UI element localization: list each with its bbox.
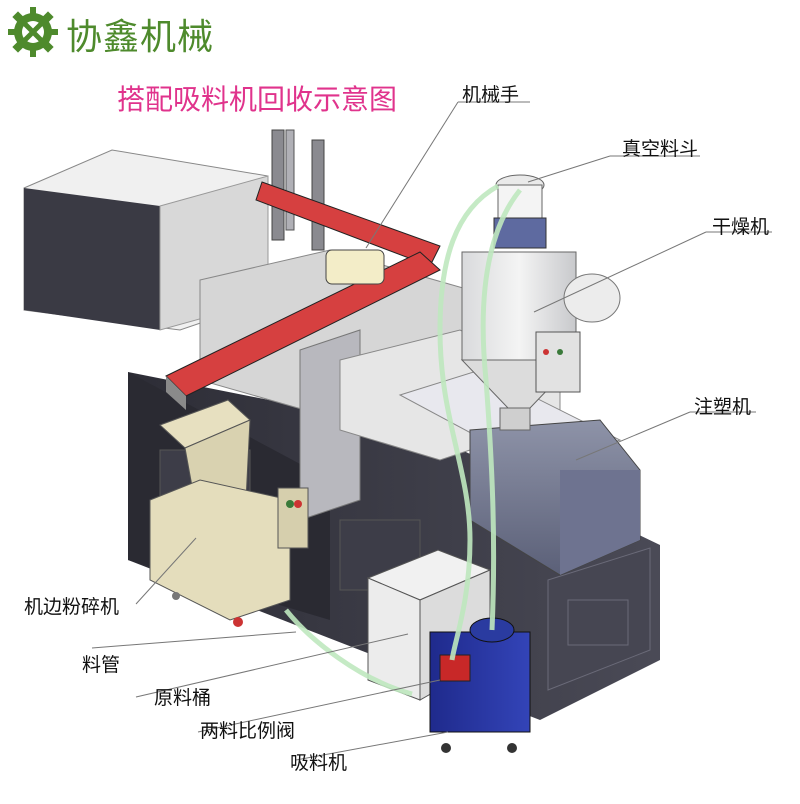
label-raw-bin: 原料桶	[154, 687, 212, 709]
label-crusher: 机边粉碎机	[24, 596, 120, 618]
crusher	[149, 399, 309, 627]
dryer-unit	[460, 174, 621, 431]
label-leader-lines	[91, 101, 772, 761]
label-loader: 吸料机	[290, 752, 348, 774]
diagram-title: 搭配吸料机回收示意图	[117, 83, 398, 116]
label-pipe: 料管	[82, 654, 121, 676]
brand: 协鑫机械	[6, 4, 214, 64]
robot-arm	[165, 129, 441, 410]
machine-back-housing	[23, 149, 269, 331]
label-dryer: 干燥机	[712, 216, 770, 238]
material-pipes	[284, 183, 522, 697]
gear-x-logo-icon	[6, 5, 60, 63]
brand-name: 协鑫机械	[66, 17, 215, 58]
label-vacuum-hopper: 真空料斗	[622, 138, 699, 160]
label-robot-arm: 机械手	[462, 84, 520, 106]
label-ratio-valve: 两料比例阀	[200, 720, 296, 742]
label-injection-machine: 注塑机	[694, 396, 752, 418]
loader-unit	[429, 617, 531, 753]
